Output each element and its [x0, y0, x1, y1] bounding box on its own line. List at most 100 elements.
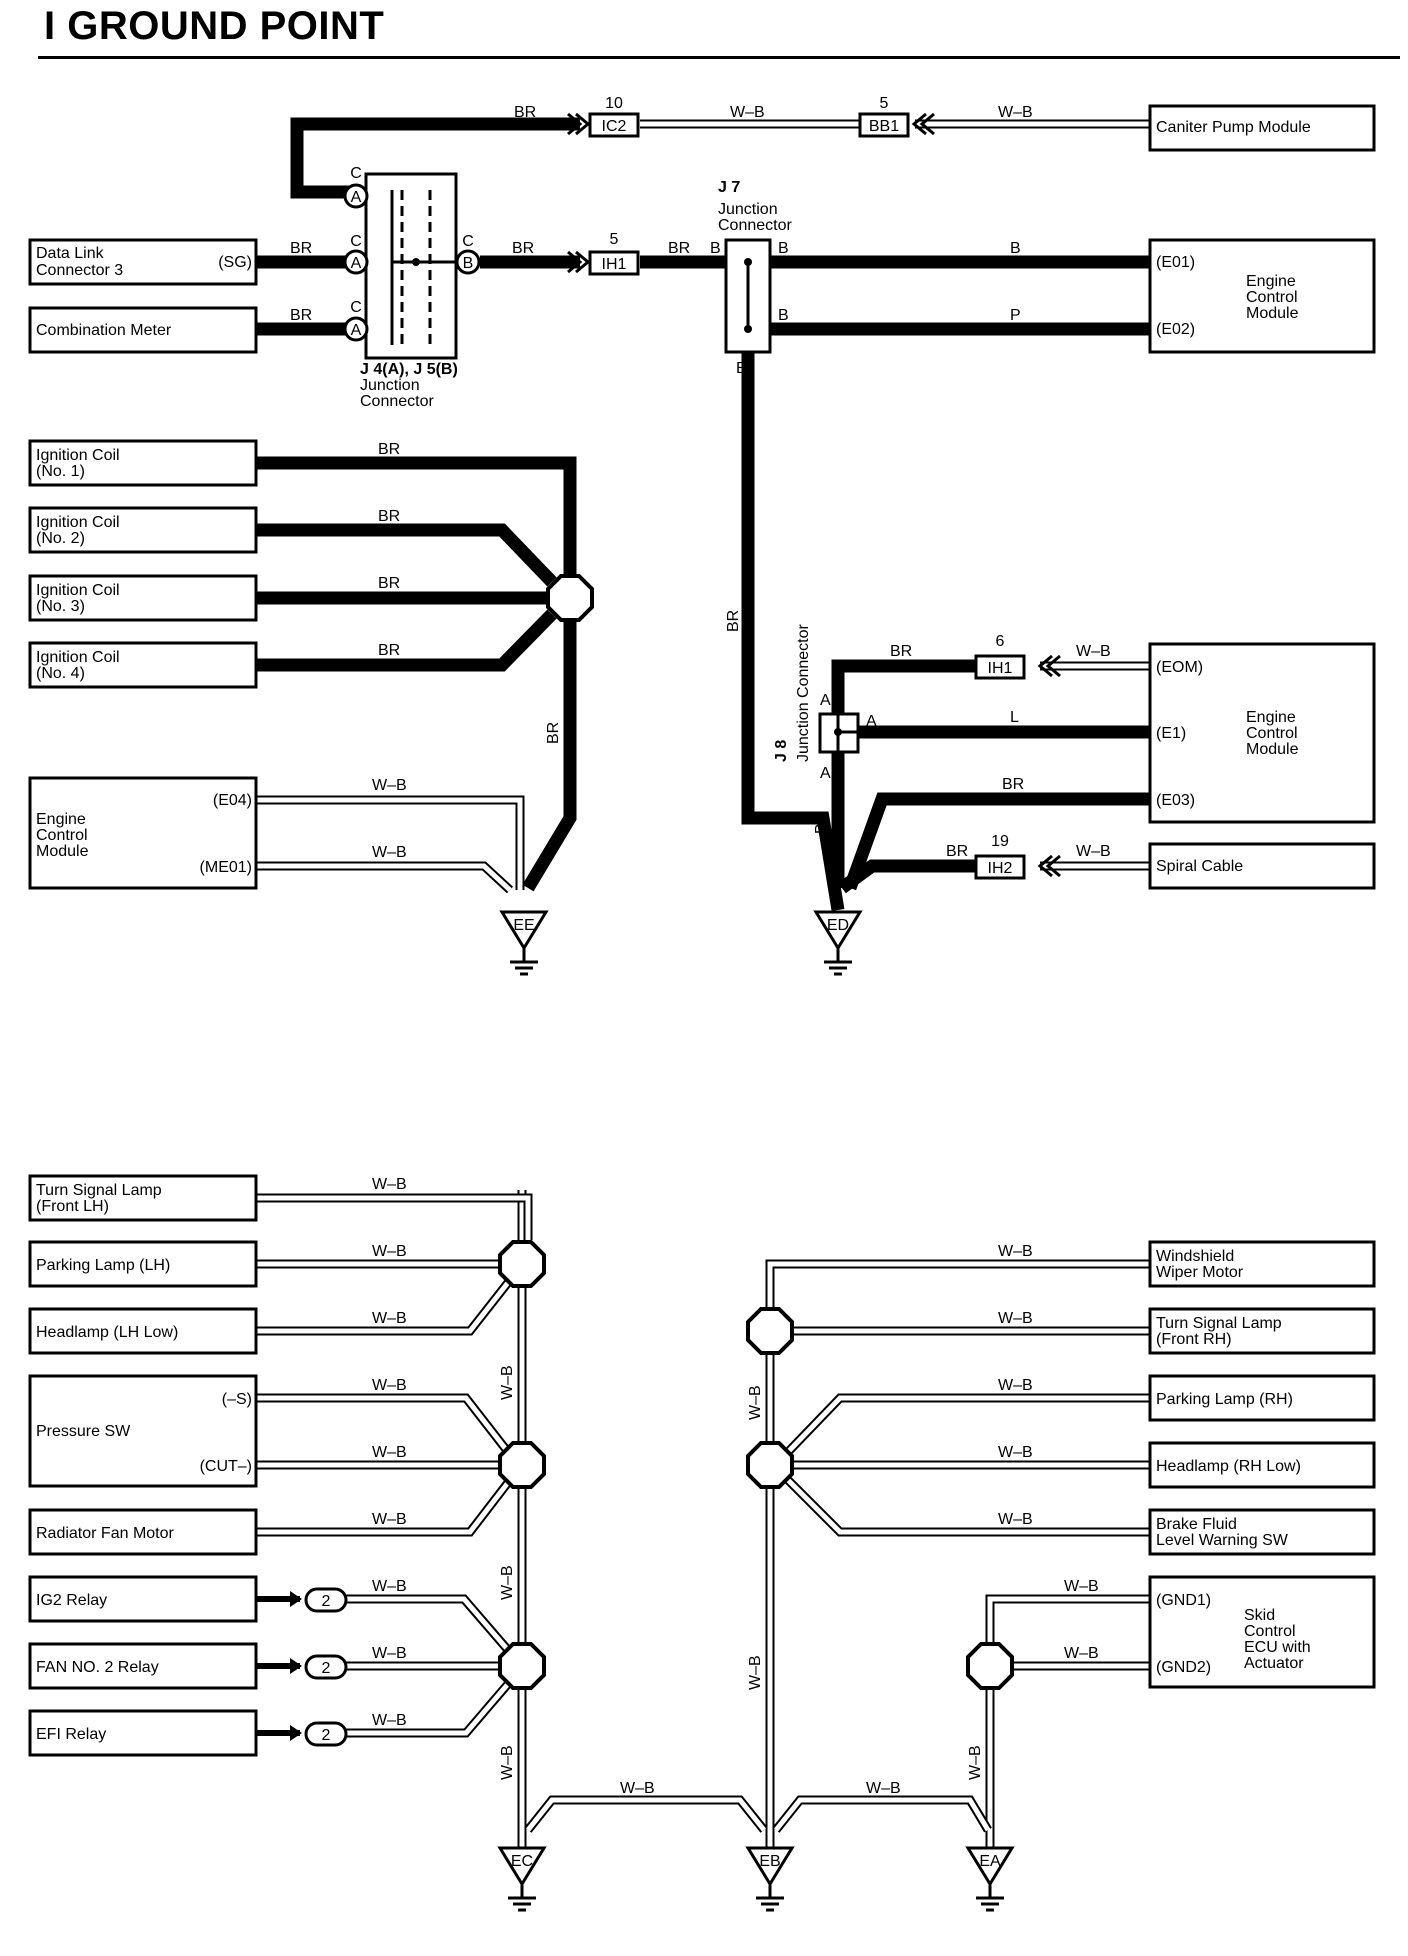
- svg-text:W–B: W–B: [499, 1745, 516, 1780]
- svg-text:Control: Control: [1246, 289, 1298, 306]
- svg-text:B: B: [778, 240, 789, 257]
- svg-text:C: C: [350, 233, 362, 250]
- junction-connector-j7: J 7 Junction Connector B B B B: [710, 179, 792, 377]
- svg-text:W–B: W–B: [998, 1310, 1033, 1327]
- svg-text:Engine: Engine: [1246, 709, 1296, 726]
- svg-text:IG2 Relay: IG2 Relay: [36, 1592, 107, 1609]
- svg-text:BR: BR: [668, 240, 690, 257]
- svg-text:Connector 3: Connector 3: [36, 262, 123, 279]
- combination-meter: Combination Meter: [28, 306, 258, 354]
- svg-text:W–B: W–B: [1064, 1645, 1099, 1662]
- parking-lamp-rh: Parking Lamp (RH): [1148, 1374, 1376, 1422]
- ignition-coil-4: Ignition Coil (No. 4): [28, 641, 258, 689]
- svg-text:B: B: [736, 360, 747, 377]
- svg-text:(Front LH): (Front LH): [36, 1198, 109, 1215]
- svg-text:BR: BR: [890, 643, 912, 660]
- headlamp-lh-low: Headlamp (LH Low): [28, 1307, 258, 1355]
- svg-text:W–B: W–B: [747, 1655, 764, 1690]
- svg-text:5: 5: [610, 231, 619, 248]
- junction-connector-j4-j5: A A A B C C C C J 4(A), J 5(B) Junction …: [343, 165, 481, 410]
- svg-text:(–S): (–S): [222, 1391, 252, 1408]
- svg-text:C: C: [462, 233, 474, 250]
- spiral-cable: Spiral Cable: [1148, 842, 1376, 890]
- svg-text:2: 2: [322, 1593, 331, 1610]
- engine-control-module-mid: (EOM) (E1) (E03) Engine Control Module: [1148, 642, 1376, 824]
- svg-text:Headlamp (RH Low): Headlamp (RH Low): [1156, 1458, 1301, 1475]
- svg-text:Ignition Coil: Ignition Coil: [36, 447, 120, 464]
- windshield-wiper-motor: Windshield Wiper Motor: [1148, 1240, 1376, 1288]
- svg-text:B: B: [778, 307, 789, 324]
- junction-connector-j8: A A A J 8 Junction Connector: [773, 623, 877, 782]
- svg-text:W–B: W–B: [747, 1385, 764, 1420]
- svg-text:C: C: [350, 299, 362, 316]
- svg-text:Engine: Engine: [36, 811, 86, 828]
- svg-text:W–B: W–B: [620, 1780, 655, 1797]
- svg-text:BR: BR: [545, 722, 562, 744]
- svg-text:W–B: W–B: [372, 1310, 407, 1327]
- svg-text:A: A: [351, 255, 362, 272]
- svg-text:W–B: W–B: [372, 1578, 407, 1595]
- svg-text:Parking Lamp (LH): Parking Lamp (LH): [36, 1257, 170, 1274]
- svg-text:BR: BR: [946, 843, 968, 860]
- svg-text:W–B: W–B: [1064, 1578, 1099, 1595]
- svg-text:BR: BR: [1002, 776, 1024, 793]
- svg-text:(SG): (SG): [218, 254, 252, 271]
- ground-ea: EA: [966, 1846, 1014, 1912]
- svg-text:W–B: W–B: [372, 1176, 407, 1193]
- svg-text:W–B: W–B: [372, 1645, 407, 1662]
- svg-text:Level Warning SW: Level Warning SW: [1156, 1532, 1289, 1549]
- relay-connectors: 2 2 2: [256, 1587, 348, 1747]
- svg-text:W–B: W–B: [372, 1377, 407, 1394]
- svg-text:BR: BR: [290, 307, 312, 324]
- wb-wires-bottom: [256, 1190, 1150, 1848]
- svg-text:(No. 3): (No. 3): [36, 598, 85, 615]
- svg-text:EC: EC: [511, 1853, 533, 1870]
- svg-text:Module: Module: [36, 843, 89, 860]
- svg-text:P: P: [1010, 307, 1021, 324]
- inline-connector-bb1: BB1 5: [858, 95, 910, 138]
- svg-text:Brake Fluid: Brake Fluid: [1156, 1516, 1237, 1533]
- svg-text:(No. 1): (No. 1): [36, 463, 85, 480]
- svg-text:Radiator Fan Motor: Radiator Fan Motor: [36, 1525, 175, 1542]
- turn-signal-lamp-front-lh: Turn Signal Lamp (Front LH): [28, 1174, 258, 1222]
- svg-text:BB1: BB1: [869, 118, 899, 135]
- radiator-fan-motor: Radiator Fan Motor: [28, 1508, 258, 1556]
- svg-text:C: C: [350, 165, 362, 182]
- pressure-sw: Pressure SW (–S) (CUT–): [28, 1374, 258, 1488]
- ground-ee: EE: [500, 910, 548, 976]
- svg-text:W–B: W–B: [1076, 643, 1111, 660]
- parking-lamp-lh: Parking Lamp (LH): [28, 1240, 258, 1288]
- svg-text:Engine: Engine: [1246, 273, 1296, 290]
- svg-text:IH2: IH2: [988, 860, 1013, 877]
- splice-ee: [546, 574, 594, 622]
- svg-text:Connector: Connector: [360, 393, 434, 410]
- br-wires-top: [256, 117, 1150, 912]
- svg-text:A: A: [866, 713, 877, 730]
- svg-text:5: 5: [880, 95, 889, 112]
- svg-text:(E02): (E02): [1156, 321, 1195, 338]
- svg-text:Wiper Motor: Wiper Motor: [1156, 1264, 1244, 1281]
- caniter-pump-module: Caniter Pump Module: [1148, 104, 1376, 152]
- headlamp-rh-low: Headlamp (RH Low): [1148, 1441, 1376, 1489]
- svg-text:Control: Control: [1244, 1623, 1296, 1640]
- svg-text:Module: Module: [1246, 741, 1299, 758]
- svg-text:Module: Module: [1246, 305, 1299, 322]
- svg-text:Connector: Connector: [718, 217, 792, 234]
- inline-connector-ih2: IH2 19: [974, 833, 1026, 880]
- wire-labels-top: BR W–B W–B BR BR BR BR B P BR BR BR BR B…: [290, 104, 1111, 861]
- inline-connector-ih1-mid: IH1 6: [974, 633, 1026, 680]
- title-rule: [38, 56, 1400, 59]
- svg-text:EE: EE: [513, 917, 534, 934]
- svg-text:Skid: Skid: [1244, 1607, 1275, 1624]
- svg-text:J 7: J 7: [718, 179, 740, 196]
- svg-text:(EOM): (EOM): [1156, 659, 1203, 676]
- svg-text:W–B: W–B: [866, 1780, 901, 1797]
- skid-control-ecu: (GND1) (GND2) Skid Control ECU with Actu…: [1148, 1575, 1376, 1689]
- svg-text:W–B: W–B: [372, 777, 407, 794]
- svg-text:(No. 2): (No. 2): [36, 530, 85, 547]
- svg-text:W–B: W–B: [730, 104, 765, 121]
- svg-text:BR: BR: [378, 441, 400, 458]
- svg-text:EA: EA: [979, 1853, 1001, 1870]
- svg-text:19: 19: [991, 833, 1009, 850]
- svg-text:W–B: W–B: [998, 104, 1033, 121]
